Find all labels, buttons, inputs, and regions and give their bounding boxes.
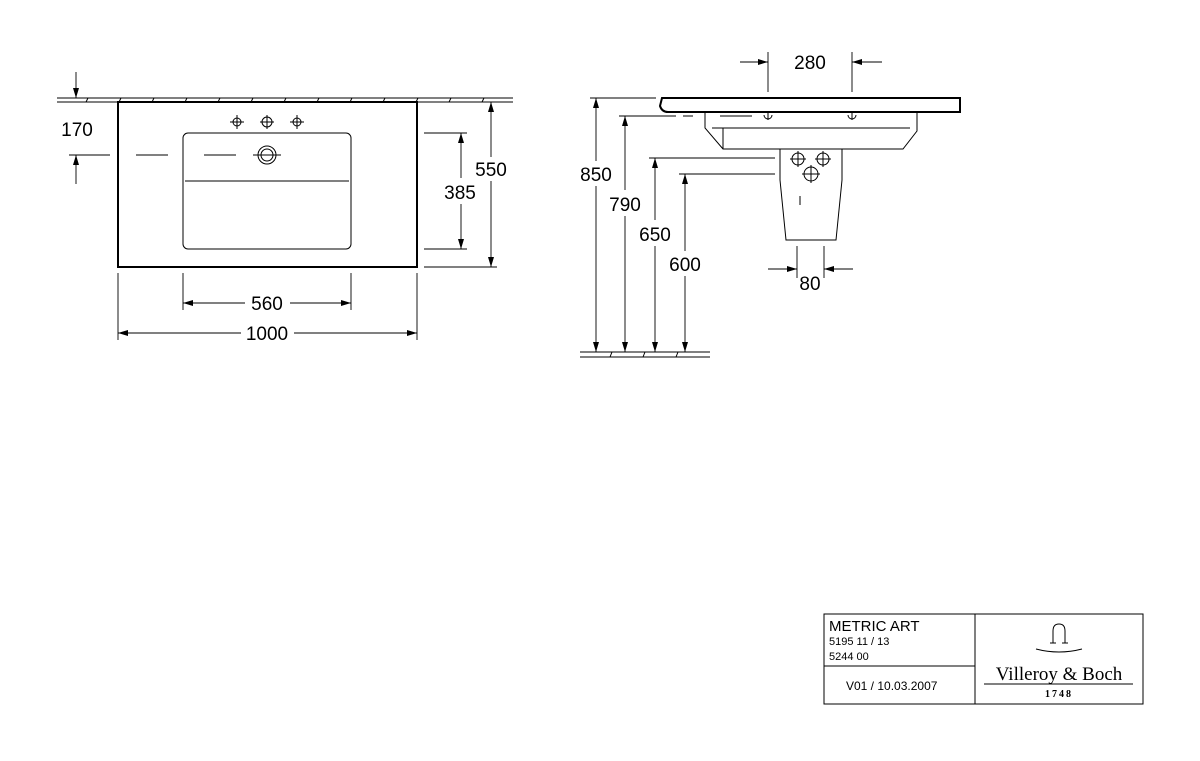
basin-outline-top xyxy=(117,101,418,268)
dim-label-650: 650 xyxy=(639,225,671,246)
dimension-850: 850 xyxy=(580,98,612,352)
brand-name: Villeroy & Boch xyxy=(996,664,1123,685)
bowl-outline xyxy=(182,132,352,250)
basin-slab xyxy=(658,97,961,113)
dimension-560: 560 xyxy=(182,273,352,315)
dim-label-560: 560 xyxy=(251,294,283,315)
dim-label-280: 280 xyxy=(794,53,826,74)
tap-hole-icon xyxy=(763,112,773,120)
tap-hole-icon xyxy=(290,115,304,129)
dimension-170: 170 xyxy=(61,72,110,184)
basin-underbody xyxy=(704,112,918,150)
top-view: 170 385 550 560 xyxy=(57,72,513,345)
dimension-280: 280 xyxy=(740,52,882,92)
villeroy-boch-logo: Villeroy & Boch 1748 xyxy=(984,623,1133,700)
product-name: METRIC ART xyxy=(829,618,920,635)
dim-label-1000: 1000 xyxy=(246,324,288,345)
brand-year: 1748 xyxy=(1045,689,1073,700)
product-code-2: 5244 00 xyxy=(829,651,869,663)
dim-label-170: 170 xyxy=(61,120,93,141)
dim-label-550: 550 xyxy=(475,160,507,181)
tap-hole-icon xyxy=(230,115,244,129)
dim-label-385: 385 xyxy=(444,183,476,204)
arch-logo-icon xyxy=(1052,623,1066,643)
dimension-790: 790 xyxy=(609,116,641,352)
side-view: 280 80 850 xyxy=(580,52,961,358)
tap-hole-icon xyxy=(260,115,274,129)
dim-label-850: 850 xyxy=(580,165,612,186)
dim-label-600: 600 xyxy=(669,255,701,276)
dim-label-80: 80 xyxy=(799,274,820,295)
drain-icon xyxy=(253,145,281,165)
siphon-trap xyxy=(779,149,843,241)
dimension-600: 600 xyxy=(669,174,701,352)
dimension-80: 80 xyxy=(768,246,853,295)
dim-label-790: 790 xyxy=(609,195,641,216)
floor-line xyxy=(580,351,710,358)
dimension-385: 385 xyxy=(424,132,476,250)
title-block: METRIC ART 5195 11 / 13 5244 00 V01 / 10… xyxy=(823,613,1144,705)
product-code-1: 5195 11 / 13 xyxy=(829,636,889,648)
dimension-650: 650 xyxy=(639,158,671,352)
version-date: V01 / 10.03.2007 xyxy=(846,679,938,693)
tap-hole-icon xyxy=(847,112,857,120)
dimension-550: 550 xyxy=(424,102,507,268)
dimension-1000: 1000 xyxy=(117,273,418,345)
